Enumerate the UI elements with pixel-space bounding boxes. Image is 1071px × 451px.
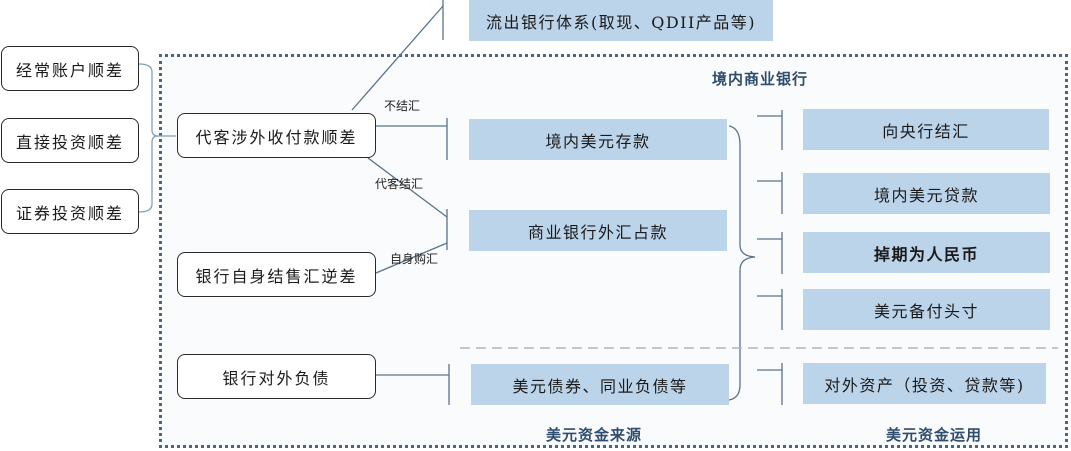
edge-label-no-settle: 不结汇 bbox=[384, 99, 421, 113]
use-domestic-usd-loans: 境内美元贷款 bbox=[803, 173, 1050, 214]
client-settle-line bbox=[367, 157, 448, 218]
outflow-diagonal bbox=[351, 5, 444, 111]
uses-title: 美元资金运用 bbox=[886, 426, 983, 444]
use-swap-to-rmb: 掉期为人民币 bbox=[803, 232, 1050, 273]
outflow-box: 流出银行体系(取现、QDII产品等) bbox=[469, 0, 773, 41]
edge-label-self-purchase: 自身购汇 bbox=[390, 252, 439, 266]
source-current-account: 经常账户顺差 bbox=[1, 46, 139, 91]
left-bracket bbox=[138, 63, 159, 213]
source-domestic-usd-deposit: 境内美元存款 bbox=[469, 119, 727, 160]
client-fx-surplus-box: 代客涉外收付款顺差 bbox=[177, 113, 376, 158]
source-usd-bonds-interbank: 美元债券、同业负债等 bbox=[471, 364, 729, 405]
source-securities-investment: 证券投资顺差 bbox=[1, 189, 139, 234]
source-fx-holding: 商业银行外汇占款 bbox=[469, 210, 727, 251]
curly-brace bbox=[728, 125, 756, 401]
source-direct-investment: 直接投资顺差 bbox=[1, 118, 139, 163]
edge-label-client-settle: 代客结汇 bbox=[375, 177, 424, 191]
use-ticks bbox=[757, 110, 783, 405]
use-usd-reserve-position: 美元备付头寸 bbox=[803, 289, 1050, 330]
bank-own-fx-deficit-box: 银行自身结售汇逆差 bbox=[177, 252, 376, 297]
bank-section-title: 境内商业银行 bbox=[712, 70, 809, 88]
sources-title: 美元资金来源 bbox=[546, 426, 643, 444]
use-settle-with-central-bank: 向央行结汇 bbox=[803, 109, 1049, 150]
self-purchase-line bbox=[375, 242, 448, 274]
bank-external-liability-box: 银行对外负债 bbox=[177, 354, 376, 399]
use-external-assets: 对外资产（投资、贷款等) bbox=[803, 363, 1046, 404]
